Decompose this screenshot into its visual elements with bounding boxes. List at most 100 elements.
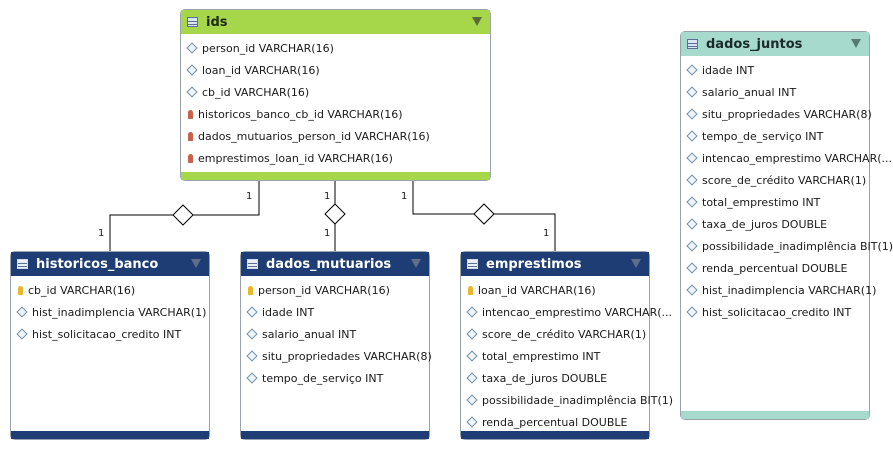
column-row[interactable]: hist_inadimplencia VARCHAR(1) [681, 279, 876, 301]
column-row[interactable]: cb_id VARCHAR(16) [11, 279, 209, 301]
table-dados-mutuarios-title: dados_mutuarios [266, 256, 392, 272]
table-dados-juntos[interactable]: dados_juntos idade INT salario_anual INT… [680, 31, 893, 420]
column-row[interactable]: hist_solicitacao_credito INT [681, 301, 869, 323]
cardinality-ids-mutuarios: 1 [324, 191, 331, 202]
column-diamond-icon [686, 306, 698, 318]
column-diamond-icon [466, 328, 478, 340]
column-label: hist_inadimplencia VARCHAR(1) [32, 305, 207, 319]
column-label: hist_solicitacao_credito INT [702, 305, 852, 319]
column-label: idade INT [262, 305, 315, 319]
column-row[interactable]: possibilidade_inadimplência BIT(1) [461, 389, 673, 411]
column-row[interactable]: salario_anual INT [241, 323, 429, 345]
column-label: renda_percentual DOUBLE [482, 415, 628, 429]
column-diamond-icon [246, 306, 258, 318]
connector-dados-mutuarios-diamond [324, 203, 346, 225]
column-row[interactable]: possibilidade_inadimplência BIT(1) [681, 235, 893, 257]
column-row[interactable]: taxa_de_juros DOUBLE [681, 213, 869, 235]
column-label: hist_inadimplencia VARCHAR(1) [702, 283, 877, 297]
connector-historicos-banco-diamond [172, 204, 194, 226]
column-row[interactable]: historicos_banco_cb_id VARCHAR(16) [181, 103, 490, 125]
column-row[interactable]: renda_percentual DOUBLE [681, 257, 869, 279]
column-row[interactable]: total_emprestimo INT [681, 191, 869, 213]
table-dados-mutuarios[interactable]: dados_mutuarios person_id VARCHAR(16) id… [240, 251, 432, 440]
column-row[interactable]: salario_anual INT [681, 81, 869, 103]
primary-key-icon [248, 285, 253, 295]
column-diamond-icon [686, 218, 698, 230]
column-row[interactable]: total_emprestimo INT [461, 345, 649, 367]
column-diamond-icon [466, 394, 478, 406]
foreign-key-icon [188, 131, 193, 141]
column-row[interactable]: dados_mutuarios_person_id VARCHAR(16) [181, 125, 490, 147]
column-diamond-icon [466, 350, 478, 362]
column-diamond-icon [466, 416, 478, 428]
column-label: score_de_crédito VARCHAR(1) [482, 327, 647, 341]
column-label: loan_id VARCHAR(16) [478, 283, 596, 297]
column-row[interactable]: score_de_crédito VARCHAR(1) [681, 169, 869, 191]
column-row[interactable]: tempo_de_serviço INT [241, 367, 429, 389]
column-row[interactable]: tempo_de_serviço INT [681, 125, 869, 147]
column-row[interactable]: intencao_emprestimo VARCHAR(... [681, 147, 892, 169]
column-row[interactable]: idade INT [681, 59, 869, 81]
column-diamond-icon [466, 372, 478, 384]
column-row[interactable]: loan_id VARCHAR(16) [181, 59, 490, 81]
column-row[interactable]: situ_propriedades VARCHAR(8) [241, 345, 432, 367]
column-row[interactable]: person_id VARCHAR(16) [181, 37, 490, 59]
column-row[interactable]: situ_propriedades VARCHAR(8) [681, 103, 872, 125]
cardinality-ids-historicos: 1 [246, 191, 253, 202]
table-icon [187, 17, 198, 27]
table-historicos-banco[interactable]: historicos_banco cb_id VARCHAR(16) hist_… [10, 251, 210, 440]
column-diamond-icon [686, 174, 698, 186]
collapse-arrow-icon[interactable] [631, 259, 641, 268]
column-label: possibilidade_inadimplência BIT(1) [702, 239, 893, 253]
table-ids-footer [181, 172, 490, 180]
column-label: intencao_emprestimo VARCHAR(... [702, 151, 892, 165]
column-label: salario_anual INT [702, 85, 797, 99]
column-diamond-icon [686, 108, 698, 120]
column-row[interactable]: emprestimos_loan_id VARCHAR(16) [181, 147, 490, 169]
table-icon [17, 259, 28, 269]
column-diamond-icon [186, 42, 198, 54]
collapse-arrow-icon[interactable] [411, 259, 421, 268]
table-emprestimos[interactable]: emprestimos loan_id VARCHAR(16) intencao… [460, 251, 673, 440]
table-emprestimos-title: emprestimos [486, 256, 582, 272]
column-label: situ_propriedades VARCHAR(8) [262, 349, 432, 363]
column-label: emprestimos_loan_id VARCHAR(16) [198, 151, 393, 165]
collapse-arrow-icon[interactable] [191, 259, 201, 268]
table-historicos-banco-header[interactable]: historicos_banco [11, 252, 209, 276]
column-diamond-icon [186, 64, 198, 76]
column-label: loan_id VARCHAR(16) [202, 63, 320, 77]
collapse-arrow-icon[interactable] [851, 39, 861, 48]
table-ids-header[interactable]: ids [181, 10, 490, 34]
column-label: total_emprestimo INT [702, 195, 821, 209]
column-row[interactable]: hist_inadimplencia VARCHAR(1) [11, 301, 209, 323]
cardinality-ids-emprestimos: 1 [401, 191, 408, 202]
table-dados-juntos-title: dados_juntos [706, 36, 803, 52]
column-diamond-icon [686, 152, 698, 164]
table-emprestimos-header[interactable]: emprestimos [461, 252, 649, 276]
column-row[interactable]: cb_id VARCHAR(16) [181, 81, 490, 103]
column-row[interactable]: loan_id VARCHAR(16) [461, 279, 649, 301]
foreign-key-icon [188, 153, 193, 163]
foreign-key-icon [188, 109, 193, 119]
column-row[interactable]: renda_percentual DOUBLE [461, 411, 649, 433]
column-diamond-icon [246, 328, 258, 340]
primary-key-icon [18, 285, 23, 295]
collapse-arrow-icon[interactable] [472, 17, 482, 26]
column-label: situ_propriedades VARCHAR(8) [702, 107, 872, 121]
table-dados-juntos-header[interactable]: dados_juntos [681, 32, 869, 56]
column-row[interactable]: hist_solicitacao_credito INT [11, 323, 209, 345]
column-row[interactable]: intencao_emprestimo VARCHAR(... [461, 301, 672, 323]
column-row[interactable]: taxa_de_juros DOUBLE [461, 367, 649, 389]
column-row[interactable]: person_id VARCHAR(16) [241, 279, 429, 301]
column-label: possibilidade_inadimplência BIT(1) [482, 393, 674, 407]
column-label: intencao_emprestimo VARCHAR(... [482, 305, 672, 319]
table-ids[interactable]: ids person_id VARCHAR(16) loan_id VARCHA… [180, 9, 491, 181]
table-historicos-banco-footer [11, 431, 209, 439]
table-dados-mutuarios-footer [241, 431, 429, 439]
table-emprestimos-footer [461, 431, 649, 439]
column-row[interactable]: score_de_crédito VARCHAR(1) [461, 323, 649, 345]
table-dados-mutuarios-header[interactable]: dados_mutuarios [241, 252, 429, 276]
column-diamond-icon [246, 372, 258, 384]
column-row[interactable]: idade INT [241, 301, 429, 323]
